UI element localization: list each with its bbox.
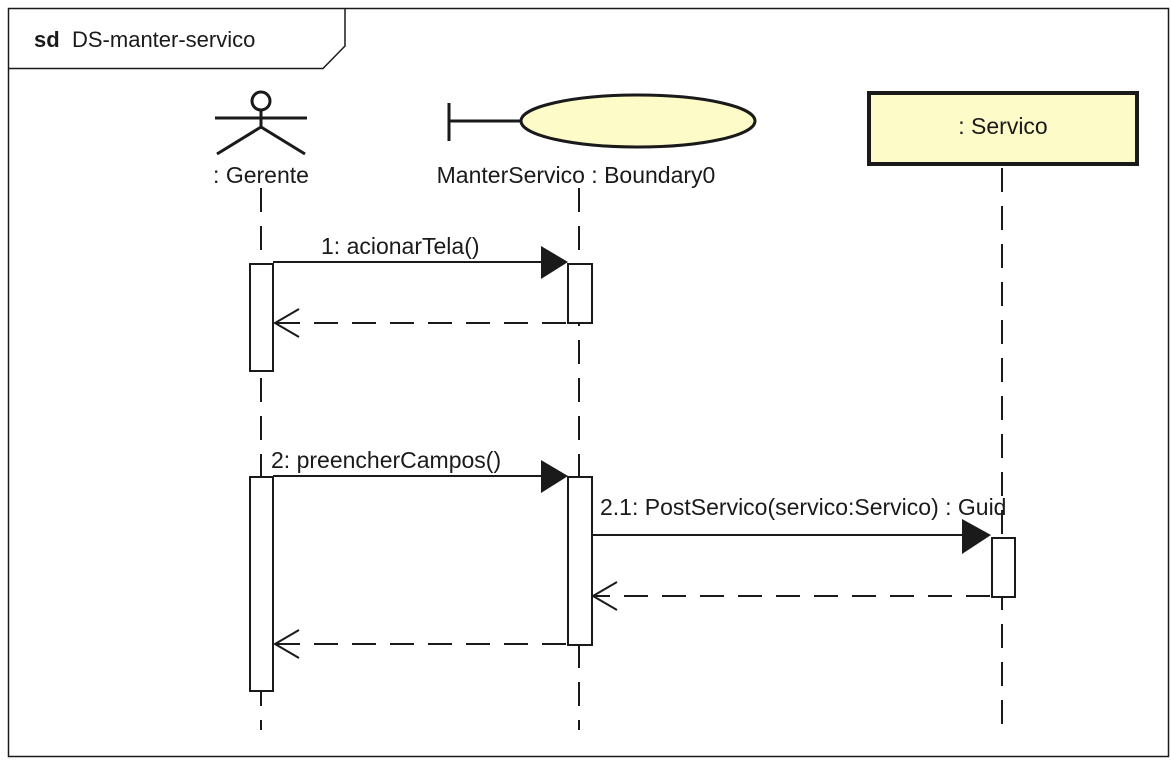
frame-keyword: sd: [34, 27, 60, 52]
return-arrowhead-2: [273, 629, 300, 659]
lifeline-label-servico: : Servico: [958, 113, 1047, 139]
activation-gerente-2: [249, 476, 274, 692]
message-arrowhead-2: [541, 460, 568, 493]
actor-gerente: [215, 90, 307, 156]
return-arrowhead-1: [273, 308, 300, 338]
lifeline-label-gerente: : Gerente: [213, 162, 309, 188]
activation-gerente-1: [249, 263, 274, 372]
frame-title-tab: [8, 8, 346, 70]
message-label-21: 2.1: PostServico(servico:Servico) : Guid: [600, 494, 1006, 520]
frame-title: DS-manter-servico: [72, 27, 255, 52]
message-arrowhead-1: [541, 246, 568, 279]
activation-manter-1: [567, 263, 593, 324]
message-arrowhead-21: [962, 519, 991, 554]
message-label-2: 2: preencherCampos(): [271, 447, 501, 473]
return-arrowhead-21: [591, 581, 618, 611]
boundary-icon: [447, 93, 757, 149]
activation-manter-2: [567, 476, 593, 646]
lifeline-label-manter: ManterServico : Boundary0: [437, 162, 716, 188]
actor-head-icon: [250, 90, 272, 112]
message-label-1: 1: acionarTela(): [321, 233, 480, 259]
lifeline-box-servico: [867, 91, 1139, 166]
activation-servico-1: [991, 537, 1016, 598]
diagram-frame: [7, 7, 1170, 758]
